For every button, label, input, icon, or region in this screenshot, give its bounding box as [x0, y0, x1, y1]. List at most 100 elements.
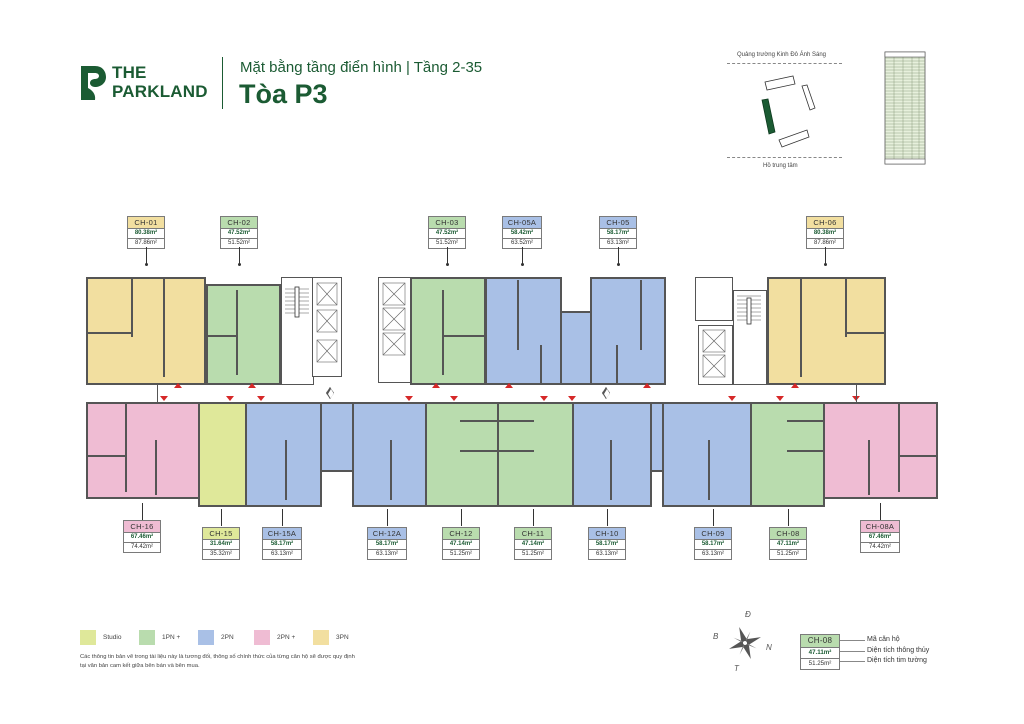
unit-ch-03[interactable] — [410, 277, 486, 385]
unit-tag-ch-03[interactable]: CH-03 47.52m² 51.52m² — [428, 216, 466, 249]
unit-ch-15[interactable] — [198, 402, 247, 507]
site-top-label: Quảng trường Kinh Đô Ánh Sáng — [737, 52, 827, 58]
wall — [155, 440, 157, 495]
leader-line — [282, 509, 283, 526]
wall — [125, 402, 127, 492]
unit-gross-area: 51.52m² — [435, 240, 458, 246]
wall — [390, 440, 392, 500]
entry-marker-ch-05a — [505, 383, 513, 388]
unit-ch-08[interactable] — [750, 402, 825, 507]
key-leader-3 — [840, 661, 865, 662]
unit-code: CH-15 — [203, 528, 239, 540]
unit-tag-ch-05a[interactable]: CH-05A 58.42m² 63.52m² — [502, 216, 542, 249]
entry-marker-ch-12 — [450, 396, 458, 401]
leader-line — [825, 247, 826, 264]
wall — [236, 290, 238, 375]
wall — [787, 420, 824, 422]
legend-swatch-3pn — [313, 630, 329, 645]
leader-line — [239, 247, 240, 264]
unit-tag-ch-16[interactable]: CH-16 67.46m² 74.42m² — [123, 520, 161, 553]
unit-tag-ch-02[interactable]: CH-02 47.52m² 51.52m² — [220, 216, 258, 249]
unit-net-area: 58.17m² — [695, 540, 731, 550]
unit-net-area: 58.17m² — [368, 540, 406, 550]
unit-tag-ch-12a[interactable]: CH-12A 58.17m² 63.13m² — [367, 527, 407, 560]
entry-marker-ch-06 — [791, 383, 799, 388]
unit-tag-ch-12[interactable]: CH-12 47.14m² 51.25m² — [442, 527, 480, 560]
wall — [86, 455, 126, 457]
legend-swatch-studio — [80, 630, 96, 645]
unit-tag-ch-06[interactable]: CH-06 80.38m² 87.86m² — [806, 216, 844, 249]
service-core-3 — [695, 277, 733, 321]
building-elevation-icon — [884, 51, 926, 165]
unit-net-area: 47.52m² — [429, 229, 465, 239]
elevator-icons-2 — [382, 282, 406, 356]
unit-tag-ch-09[interactable]: CH-09 58.17m² 63.13m² — [694, 527, 732, 560]
wall — [845, 332, 886, 334]
unit-ch-05a[interactable] — [485, 277, 562, 385]
wall — [640, 280, 642, 350]
brand-line-2: PARKLAND — [112, 82, 208, 101]
key-net-area: 47.11m² — [801, 648, 839, 659]
entry-marker-ch-09 — [728, 396, 736, 401]
leader-dot — [238, 263, 241, 266]
unit-tag-ch-15a[interactable]: CH-15A 58.17m² 63.13m² — [262, 527, 302, 560]
unit-ch-05[interactable] — [590, 277, 666, 385]
unit-ch-12[interactable] — [425, 402, 499, 507]
wall — [497, 420, 534, 422]
unit-net-area: 58.17m² — [600, 229, 636, 239]
wall — [898, 455, 938, 457]
unit-ch-01[interactable] — [86, 277, 206, 385]
key-gross-area: 51.25m² — [808, 660, 832, 667]
wall — [800, 277, 802, 377]
elevator-icons-3 — [702, 329, 726, 378]
unit-tag-ch-08[interactable]: CH-08 47.11m² 51.25m² — [769, 527, 807, 560]
compass-rose-icon — [729, 627, 761, 659]
site-dash-bottom — [727, 157, 842, 158]
unit-ch-11[interactable] — [497, 402, 574, 507]
wall — [497, 450, 534, 452]
leader-dot — [446, 263, 449, 266]
unit-ch-08a[interactable] — [823, 402, 938, 499]
site-bottom-label: Hồ trung tâm — [763, 163, 798, 169]
wall — [442, 290, 444, 375]
unit-net-area: 80.38m² — [128, 229, 164, 239]
unit-code: CH-02 — [221, 217, 257, 229]
unit-ch-12a[interactable] — [352, 402, 427, 507]
wall — [86, 332, 131, 334]
page-subtitle: Mặt bằng tầng điển hình | Tầng 2-35 — [240, 59, 483, 76]
unit-tag-ch-15[interactable]: CH-15 31.64m² 35.32m² — [202, 527, 240, 560]
unit-ch-02[interactable] — [206, 284, 281, 385]
unit-ch-16[interactable] — [86, 402, 200, 499]
unit-net-area: 58.17m² — [263, 540, 301, 550]
staircase-icon — [285, 286, 309, 318]
key-label-code: Mã căn hộ — [867, 636, 900, 643]
wall — [460, 420, 497, 422]
unit-ch-10[interactable] — [572, 402, 652, 507]
unit-ch-15a[interactable] — [245, 402, 322, 507]
legend-label-2pn-plus: 2PN + — [277, 634, 296, 641]
leader-line — [880, 503, 881, 520]
unit-code: CH-05A — [503, 217, 541, 229]
unit-code: CH-08 — [770, 528, 806, 540]
unit-code: CH-03 — [429, 217, 465, 229]
unit-tag-ch-10[interactable]: CH-10 58.17m² 63.13m² — [588, 527, 626, 560]
unit-gross-area: 35.32m² — [209, 551, 232, 557]
unit-tag-ch-01[interactable]: CH-01 80.38m² 87.86m² — [127, 216, 165, 249]
unit-ch-09[interactable] — [662, 402, 752, 507]
unit-tag-ch-11[interactable]: CH-11 47.14m² 51.25m² — [514, 527, 552, 560]
wall — [442, 335, 486, 337]
wall — [460, 450, 497, 452]
unit-tag-ch-08a[interactable]: CH-08A 67.46m² 74.42m² — [860, 520, 900, 553]
unit-gross-area: 51.52m² — [227, 240, 250, 246]
unit-net-area: 47.14m² — [515, 540, 551, 550]
unit-net-area: 80.38m² — [807, 229, 843, 239]
legend-swatch-2pn — [198, 630, 214, 645]
elevator-icons — [316, 282, 338, 363]
legend-label-1pn-plus: 1PN + — [162, 634, 181, 641]
unit-gross-area: 51.25m² — [776, 551, 799, 557]
wall — [131, 277, 133, 337]
leader-line — [533, 509, 534, 526]
unit-tag-ch-05[interactable]: CH-05 58.17m² 63.13m² — [599, 216, 637, 249]
unit-ch-06[interactable] — [767, 277, 886, 385]
unit-gross-area: 51.25m² — [449, 551, 472, 557]
